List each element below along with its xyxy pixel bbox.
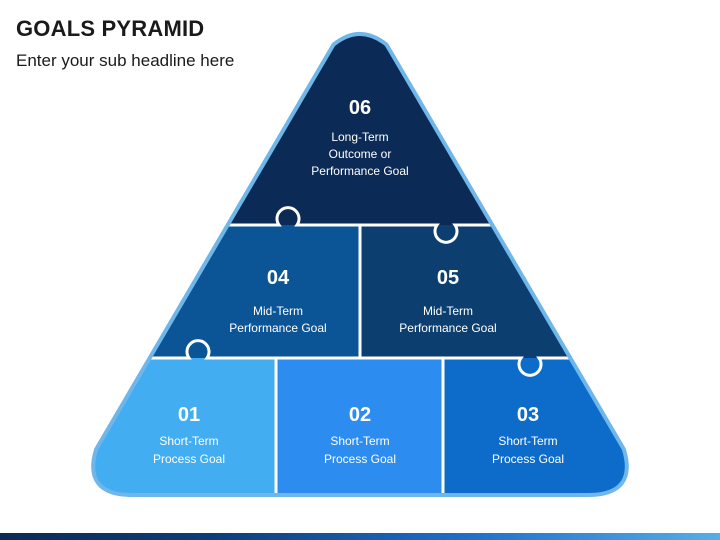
piece-02-number: 02 xyxy=(349,404,371,426)
page-subtitle: Enter your sub headline here xyxy=(16,51,235,70)
piece-01-label-line1: Short-Term xyxy=(159,434,218,448)
piece-01-number: 01 xyxy=(178,404,200,426)
piece-06-label-line3: Performance Goal xyxy=(311,164,408,178)
piece-05-number: 05 xyxy=(437,267,459,289)
piece-02-label-line1: Short-Term xyxy=(330,434,389,448)
piece-05-label-line2: Performance Goal xyxy=(399,321,496,335)
bottom-gradient-bar xyxy=(0,533,720,540)
piece-04 xyxy=(95,225,360,358)
piece-05 xyxy=(360,225,625,358)
piece-03-label-line1: Short-Term xyxy=(498,434,557,448)
piece-05-label-line1: Mid-Term xyxy=(423,304,473,318)
piece-06-label-line1: Long-Term xyxy=(331,130,388,144)
piece-01-label-line2: Process Goal xyxy=(153,452,225,466)
piece-04-label-line2: Performance Goal xyxy=(229,321,326,335)
piece-04-number: 04 xyxy=(267,267,290,289)
piece-06-number: 06 xyxy=(349,97,371,119)
piece-02 xyxy=(276,358,443,493)
piece-03-number: 03 xyxy=(517,404,539,426)
piece-04-label-line1: Mid-Term xyxy=(253,304,303,318)
piece-02-label-line2: Process Goal xyxy=(324,452,396,466)
piece-06 xyxy=(95,36,625,225)
piece-dividers xyxy=(95,206,625,493)
piece-01 xyxy=(95,358,276,493)
piece-03-label-line2: Process Goal xyxy=(492,452,564,466)
page-title: GOALS PYRAMID xyxy=(16,16,205,41)
piece-06-label-line2: Outcome or xyxy=(329,147,392,161)
